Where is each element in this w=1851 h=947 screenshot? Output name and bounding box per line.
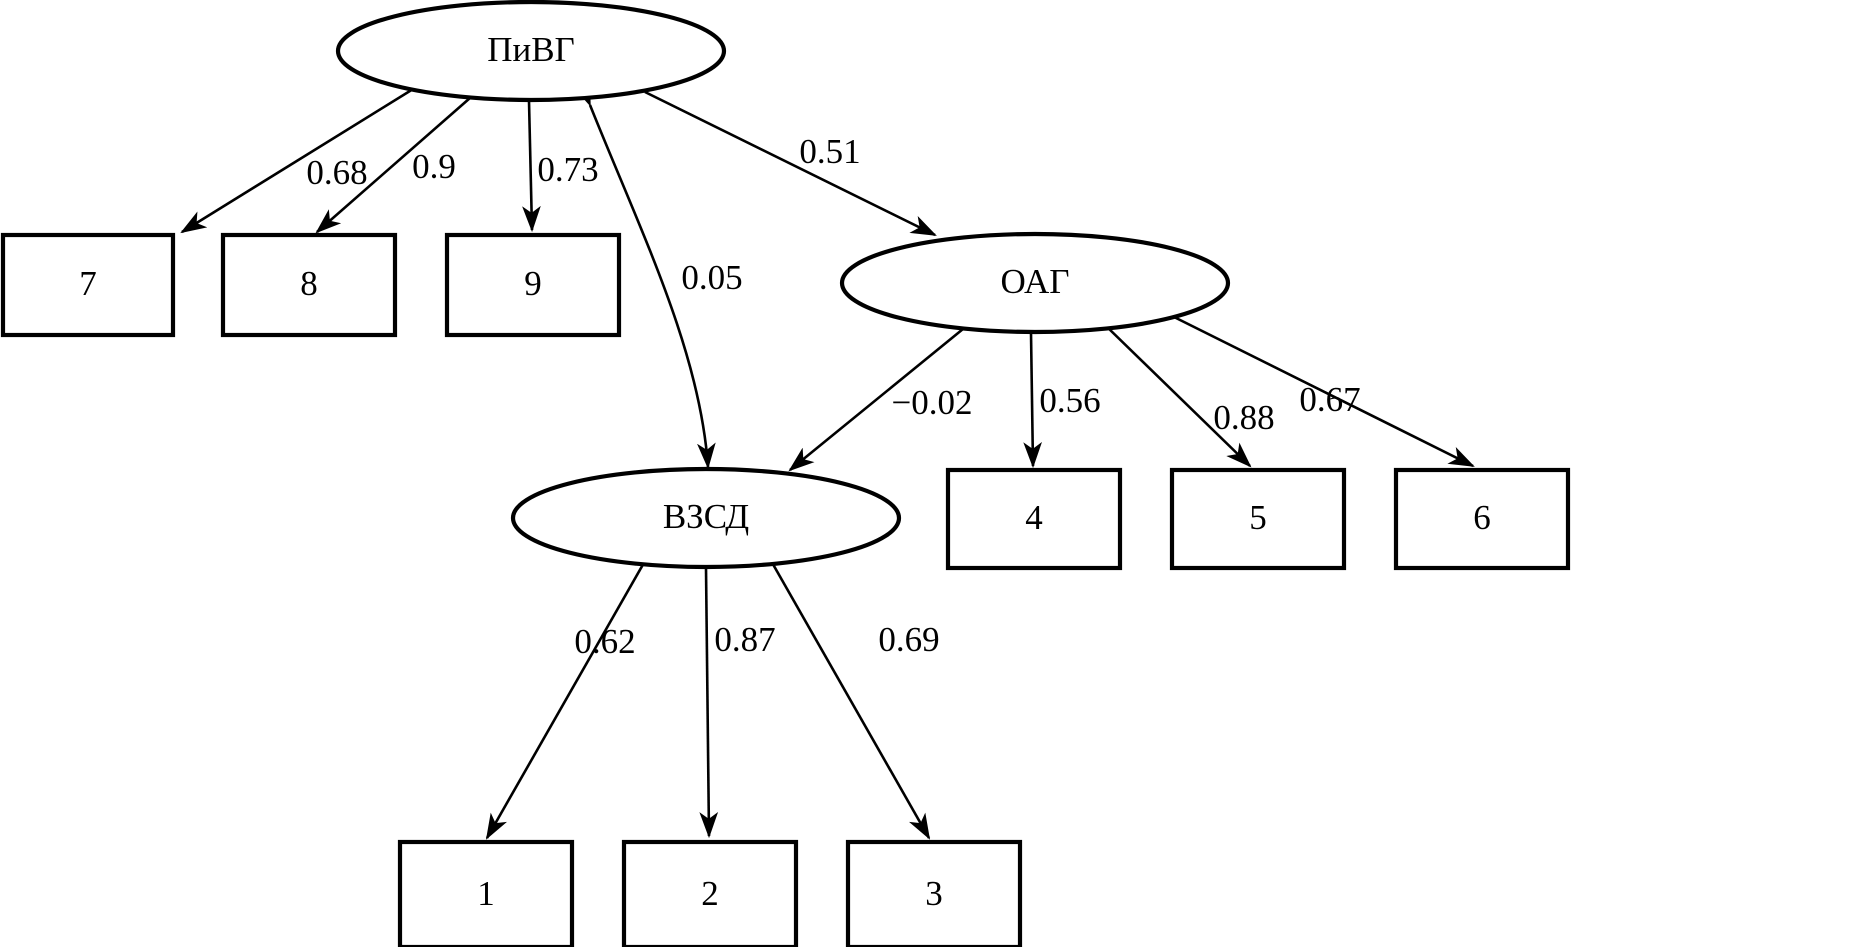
latent-node-pivg-label: ПиВГ bbox=[487, 30, 575, 69]
edge-oag-to-vzsd bbox=[788, 306, 988, 472]
edge-label-oag-vzsd: −0.02 bbox=[892, 383, 973, 422]
edge-label-vzsd-v2: 0.87 bbox=[714, 620, 775, 659]
edge-label-oag-v5: 0.88 bbox=[1213, 398, 1274, 437]
observed-node-v2[interactable] bbox=[621, 839, 799, 947]
edge-label-vzsd-pivg: 0.05 bbox=[681, 258, 742, 297]
edge-pivg-to-v7 bbox=[180, 84, 419, 234]
edge-oag-to-v6 bbox=[1159, 308, 1475, 468]
latent-node-pivg[interactable] bbox=[335, 0, 727, 103]
observed-node-v7[interactable] bbox=[0, 232, 176, 338]
latent-node-vzsd[interactable] bbox=[510, 466, 902, 570]
edge-pivg-to-v9 bbox=[522, 100, 541, 233]
observed-node-v1-label: 1 bbox=[477, 874, 495, 913]
observed-node-v9-label: 9 bbox=[524, 264, 542, 303]
observed-node-v3[interactable] bbox=[845, 839, 1023, 947]
latent-node-oag[interactable] bbox=[839, 231, 1231, 335]
observed-node-v2-label: 2 bbox=[701, 874, 719, 913]
edge-label-pivg-v8: 0.9 bbox=[412, 147, 456, 186]
observed-node-v7-label: 7 bbox=[79, 264, 97, 303]
edge-label-vzsd-v3: 0.69 bbox=[878, 620, 939, 659]
observed-node-v6[interactable] bbox=[1393, 467, 1571, 571]
observed-node-v4-label: 4 bbox=[1025, 498, 1043, 537]
edge-label-pivg-oag: 0.51 bbox=[799, 132, 860, 171]
edge-label-pivg-v9: 0.73 bbox=[537, 150, 598, 189]
edge-pivg-to-v8 bbox=[315, 97, 471, 234]
edge-oag-to-v4 bbox=[1023, 332, 1042, 469]
edge-vzsd-to-v1 bbox=[485, 560, 647, 840]
edge-vzsd-to-v3 bbox=[768, 558, 931, 840]
edge-vzsd-to-pivg bbox=[572, 79, 716, 470]
observed-node-v8[interactable] bbox=[220, 232, 398, 338]
observed-node-v8-label: 8 bbox=[300, 264, 318, 303]
edge-oag-to-v5 bbox=[1104, 324, 1252, 468]
latent-node-oag-label: ОАГ bbox=[1000, 262, 1069, 301]
observed-node-v5-label: 5 bbox=[1249, 498, 1267, 537]
edge-labels-layer: 0.68 0.9 0.73 0.51 0.05 −0.02 0.56 0.88 … bbox=[306, 132, 1360, 661]
edge-label-vzsd-v1: 0.62 bbox=[574, 622, 635, 661]
observed-node-v5[interactable] bbox=[1169, 467, 1347, 571]
observed-node-v3-label: 3 bbox=[925, 874, 943, 913]
edge-pivg-to-oag bbox=[619, 73, 937, 237]
observed-node-v6-label: 6 bbox=[1473, 498, 1491, 537]
observed-node-v1[interactable] bbox=[397, 839, 575, 947]
latent-nodes-layer: ПиВГ ОАГ ВЗСД bbox=[335, 0, 1231, 570]
edge-label-pivg-v7: 0.68 bbox=[306, 153, 367, 192]
observed-nodes-layer: 7 8 9 4 5 6 1 2 3 bbox=[0, 232, 1571, 947]
observed-node-v4[interactable] bbox=[945, 467, 1123, 571]
edge-vzsd-to-v2 bbox=[699, 567, 719, 839]
edge-label-oag-v6: 0.67 bbox=[1299, 380, 1360, 419]
edges-layer bbox=[180, 73, 1475, 840]
observed-node-v9[interactable] bbox=[444, 232, 622, 338]
latent-node-vzsd-label: ВЗСД bbox=[663, 497, 749, 536]
edge-label-oag-v4: 0.56 bbox=[1039, 381, 1100, 420]
